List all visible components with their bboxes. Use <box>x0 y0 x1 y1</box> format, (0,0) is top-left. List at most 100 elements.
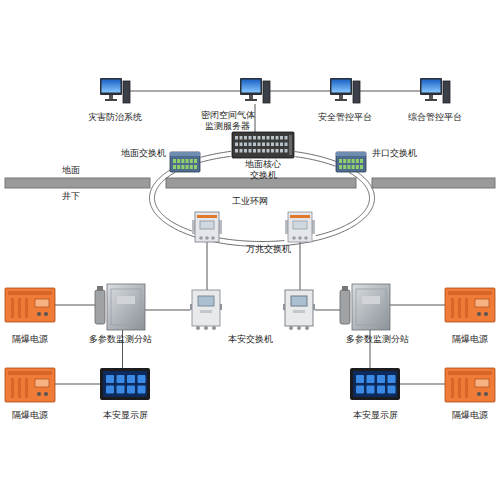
link-line <box>400 384 445 385</box>
monitor-screen <box>332 80 351 93</box>
switch-port <box>339 165 342 169</box>
device-node: 万兆交换机 <box>285 212 315 242</box>
rack-port <box>253 143 256 147</box>
device-node: 综合管控平台 <box>420 78 450 104</box>
device-node: 多参数监测分站 <box>95 284 145 330</box>
screen-panel <box>353 371 397 397</box>
brand-strip <box>290 215 310 218</box>
switch-port <box>194 165 197 169</box>
power-knob <box>484 392 488 396</box>
cable-gland <box>205 236 209 240</box>
monitor-screen <box>242 80 261 93</box>
device-node: 多参数监测分站 <box>340 284 390 330</box>
rack-port <box>280 149 283 153</box>
rack-port <box>235 143 238 147</box>
switch-body <box>170 152 200 172</box>
display-window <box>293 221 307 229</box>
device-node: 隔爆电源 <box>5 288 55 322</box>
switch-port <box>190 159 193 163</box>
rack-port <box>285 136 288 140</box>
rack-port <box>271 149 274 153</box>
link-line <box>270 91 330 92</box>
screen-frame <box>350 368 400 400</box>
power-knob <box>44 312 48 316</box>
link-line <box>150 170 301 246</box>
switch-top <box>336 152 366 156</box>
station-box <box>107 284 145 330</box>
power-rib <box>465 378 468 398</box>
device-label: 隔爆电源 <box>440 334 500 345</box>
area-label: 工业环网 <box>232 196 268 207</box>
device-node: 井口交换机 <box>336 152 366 172</box>
switch-port <box>190 165 193 169</box>
power-rib <box>25 378 28 398</box>
rack-panel <box>289 135 292 155</box>
rack-port <box>262 136 265 140</box>
power-window <box>475 379 489 387</box>
cable-wire <box>207 242 208 290</box>
switch-port <box>352 165 355 169</box>
screen-tile <box>367 386 375 394</box>
device-label: 灾害防治系统 <box>80 112 150 123</box>
cable-wire <box>300 242 301 290</box>
cable-gland <box>199 236 203 240</box>
cable-line <box>400 384 445 385</box>
rack-port <box>244 143 247 147</box>
power-rib <box>458 378 461 398</box>
cable-line <box>390 305 445 306</box>
station-door <box>111 289 141 325</box>
switch-port <box>343 159 346 163</box>
brand-strip <box>197 215 217 218</box>
device-icon <box>190 290 222 330</box>
cable-line <box>255 104 256 132</box>
mount-ear <box>312 220 315 234</box>
cable-line <box>55 305 95 306</box>
power-top <box>8 291 52 295</box>
screen-tile <box>117 386 125 394</box>
power-body <box>5 288 55 322</box>
station-box <box>352 284 390 330</box>
device-icon <box>340 284 390 330</box>
switch-port <box>186 159 189 163</box>
area-label: 地面 <box>62 165 80 176</box>
cable-gland <box>297 326 301 330</box>
rack-port <box>280 136 283 140</box>
device-icon <box>100 78 130 104</box>
device-node: 隔爆电源 <box>445 288 495 322</box>
device-label: 隔爆电源 <box>440 410 500 421</box>
screen-tile <box>106 386 114 394</box>
switch-port <box>360 165 363 169</box>
monitor-base <box>335 99 347 101</box>
power-body <box>5 368 55 402</box>
monitor-base <box>105 99 117 101</box>
screen-tile <box>138 375 146 383</box>
switch-port <box>347 165 350 169</box>
cable-gland <box>211 236 215 240</box>
rack-port <box>240 143 243 147</box>
power-rib <box>11 298 14 318</box>
link-line <box>255 104 256 132</box>
device-label: 本安显示屏 <box>90 410 160 421</box>
device-node: 灾害防治系统 <box>100 78 130 104</box>
switch-box <box>192 212 222 242</box>
side-gland <box>313 304 315 310</box>
device-node: 本安交换机 <box>190 290 222 330</box>
cable-gland <box>196 326 200 330</box>
device-label: 多参数监测分站 <box>340 334 415 345</box>
monitor-stand <box>109 95 113 99</box>
rack-port <box>271 143 274 147</box>
switch-port <box>339 159 342 163</box>
mount-ear <box>285 220 288 234</box>
side-gland <box>220 304 222 310</box>
pc-tower <box>263 81 270 103</box>
box-body <box>195 212 219 242</box>
power-window <box>35 379 49 387</box>
monitor-stand <box>249 95 253 99</box>
ring-line <box>155 172 285 241</box>
rack-port <box>244 149 247 153</box>
device-icon <box>330 78 360 104</box>
monitor-stand <box>339 95 343 99</box>
device-icon <box>445 288 495 322</box>
device-label: 本安显示屏 <box>340 410 410 421</box>
